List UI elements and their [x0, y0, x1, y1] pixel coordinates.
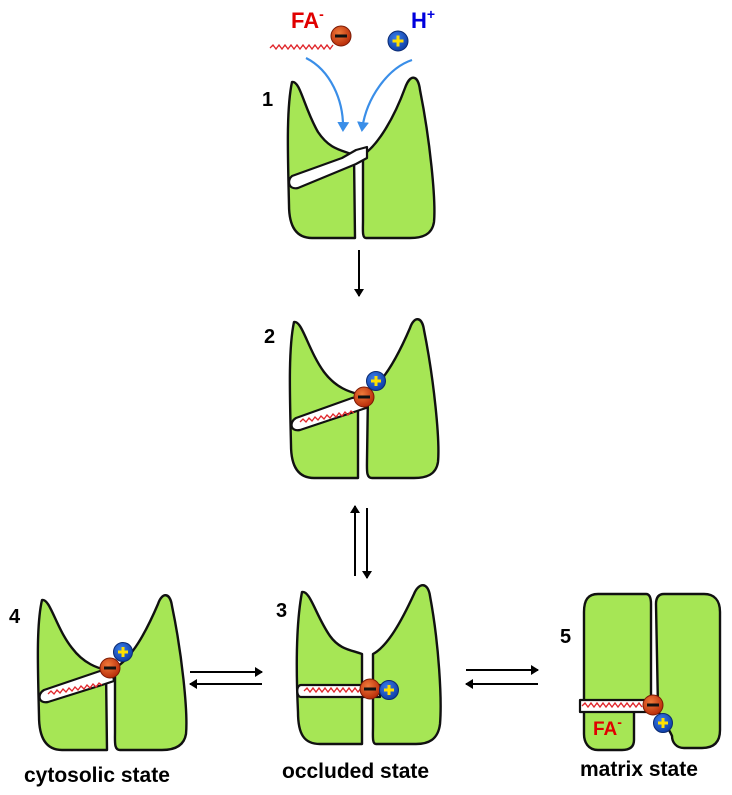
protein-left-lobe: [286, 80, 357, 240]
proton-icon: [366, 371, 386, 391]
fatty-acid-tail: [581, 701, 643, 709]
protein-left-lobe: [36, 598, 109, 752]
protein-right-lobe: [654, 592, 722, 750]
open-channel: [287, 145, 369, 190]
incoming-ions: FA- H+: [269, 6, 435, 132]
fatty-acid-tail: [47, 682, 103, 695]
anion-icon: [99, 657, 121, 679]
protein-right-lobe: [371, 584, 442, 746]
protein-state-4: 4 cytosolic state: [9, 594, 188, 787]
proton-icon: [379, 680, 399, 700]
anion-icon: [353, 386, 375, 408]
fatty-acid-tail: [269, 43, 334, 51]
proton-icon: [387, 30, 409, 52]
protein-state-1: 1: [262, 76, 436, 240]
state-label-cytosolic: cytosolic state: [24, 764, 170, 787]
step-number-5: 5: [560, 626, 571, 648]
step-number-3: 3: [276, 600, 287, 622]
protein-right-lobe: [365, 318, 440, 480]
anion-icon: [359, 678, 381, 700]
protein-left-lobe: [295, 590, 364, 746]
protein-left-lobe: [288, 320, 360, 480]
step-number-4: 4: [9, 606, 21, 628]
anion-icon: [642, 694, 664, 716]
h-entry-arrow-icon: [357, 58, 413, 132]
step-number-2: 2: [264, 326, 275, 348]
h-label: H+: [411, 6, 435, 33]
protein-right-lobe: [361, 76, 436, 240]
step-number-1: 1: [262, 89, 273, 111]
protein-state-5: 5 FA- matrix state: [560, 592, 722, 781]
protein-state-2: 2: [264, 318, 440, 480]
anion-icon: [330, 25, 352, 47]
fatty-acid-tail: [299, 410, 355, 423]
protein-right-lobe: [113, 594, 188, 752]
state-label-matrix: matrix state: [580, 758, 698, 781]
proton-icon: [653, 713, 673, 733]
fa-label: FA-: [291, 6, 324, 33]
state-label-occluded: occluded state: [282, 760, 429, 783]
fa-entry-arrow-icon: [305, 57, 350, 132]
fa-label-matrix: FA-: [593, 714, 622, 740]
proton-icon: [113, 642, 133, 662]
fatty-acid-tail: [303, 686, 365, 694]
protein-state-3: 3 occluded state: [276, 584, 442, 783]
